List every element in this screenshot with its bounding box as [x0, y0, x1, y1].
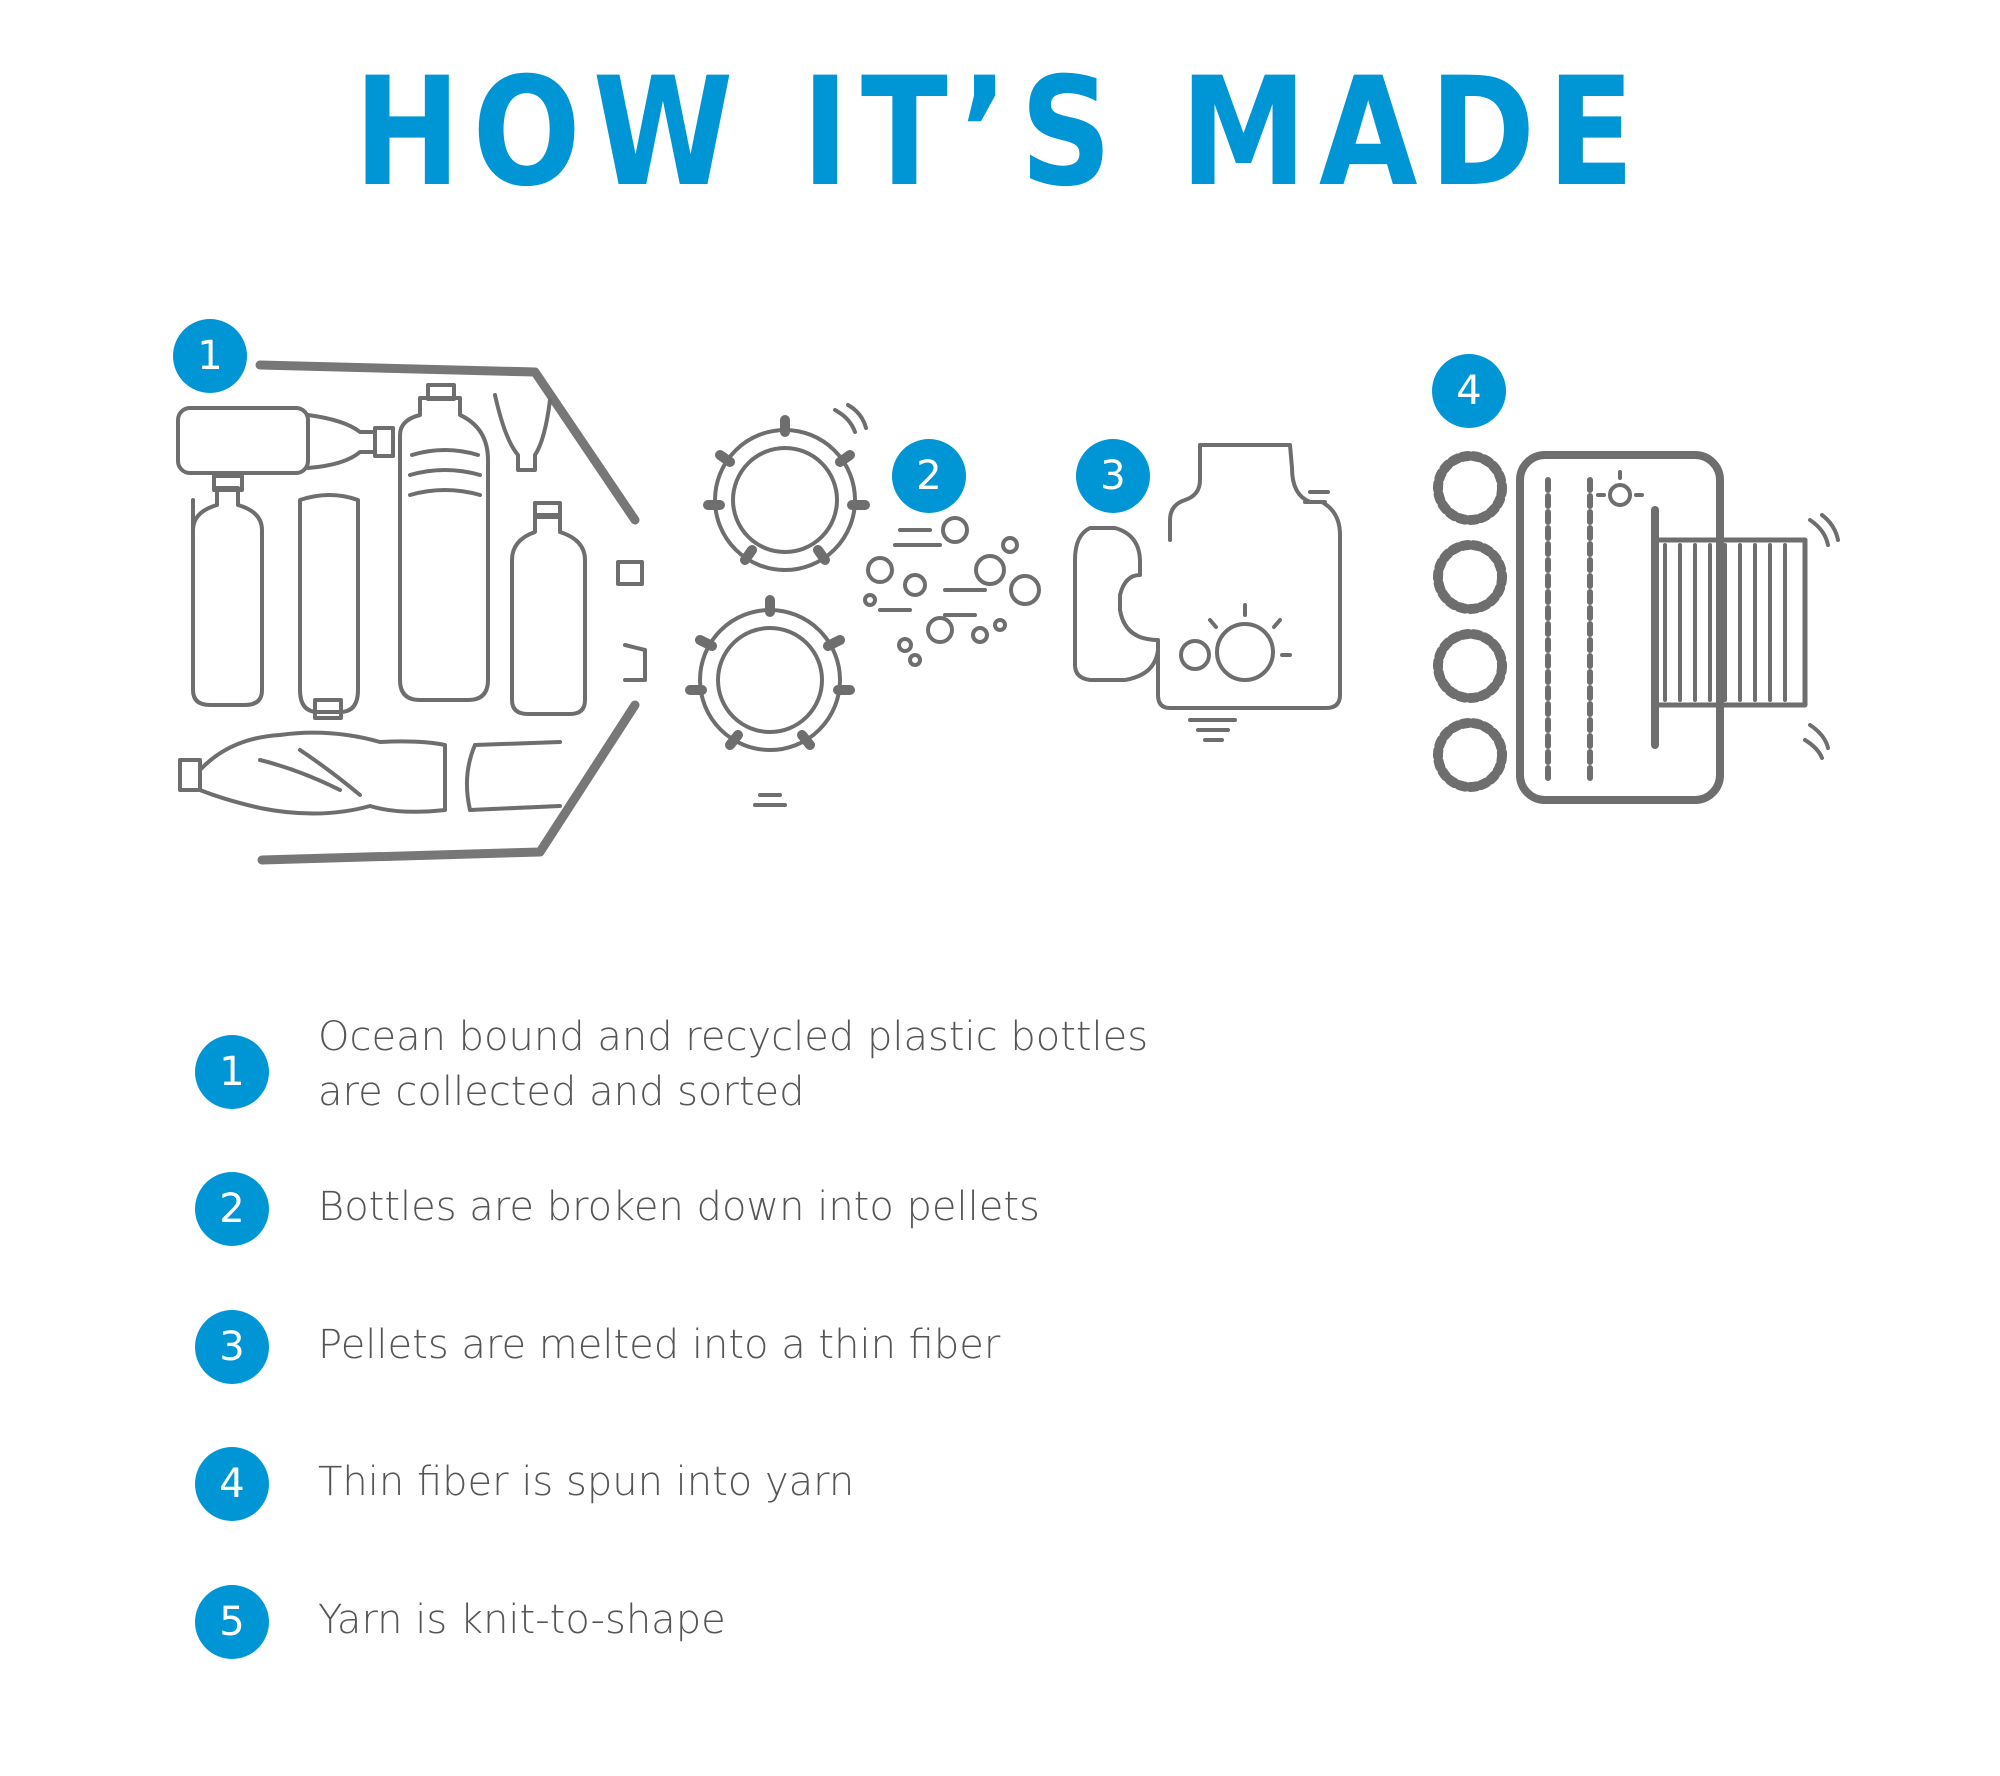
step-text: Thin fiber is spun into yarn — [318, 1459, 855, 1505]
step-text: Ocean bound and recycled plastic bottles… — [318, 1014, 1149, 1115]
bottles-group — [176, 360, 647, 865]
illustration-badge-1: 1 — [173, 319, 247, 393]
step-text: Bottles are broken down into pellets — [318, 1184, 1040, 1230]
step-text: Yarn is knit-to-shape — [318, 1597, 726, 1643]
illustration-badge-3: 3 — [1076, 439, 1150, 513]
step-number: 3 — [195, 1310, 269, 1384]
knitting-machine — [1433, 451, 1840, 804]
illustration-badge-4: 4 — [1432, 354, 1506, 428]
melting-machine — [1073, 443, 1342, 742]
page-title: HOW IT’S MADE — [353, 46, 1647, 220]
step-number: 5 — [195, 1585, 269, 1659]
step-number: 4 — [195, 1447, 269, 1521]
step-number: 2 — [195, 1172, 269, 1246]
step-text: Pellets are melted into a thin fiber — [318, 1322, 1001, 1368]
illustration-badge-2: 2 — [892, 439, 966, 513]
step-number: 1 — [195, 1035, 269, 1109]
gears-group — [685, 403, 1041, 807]
process-illustration — [176, 360, 1840, 865]
